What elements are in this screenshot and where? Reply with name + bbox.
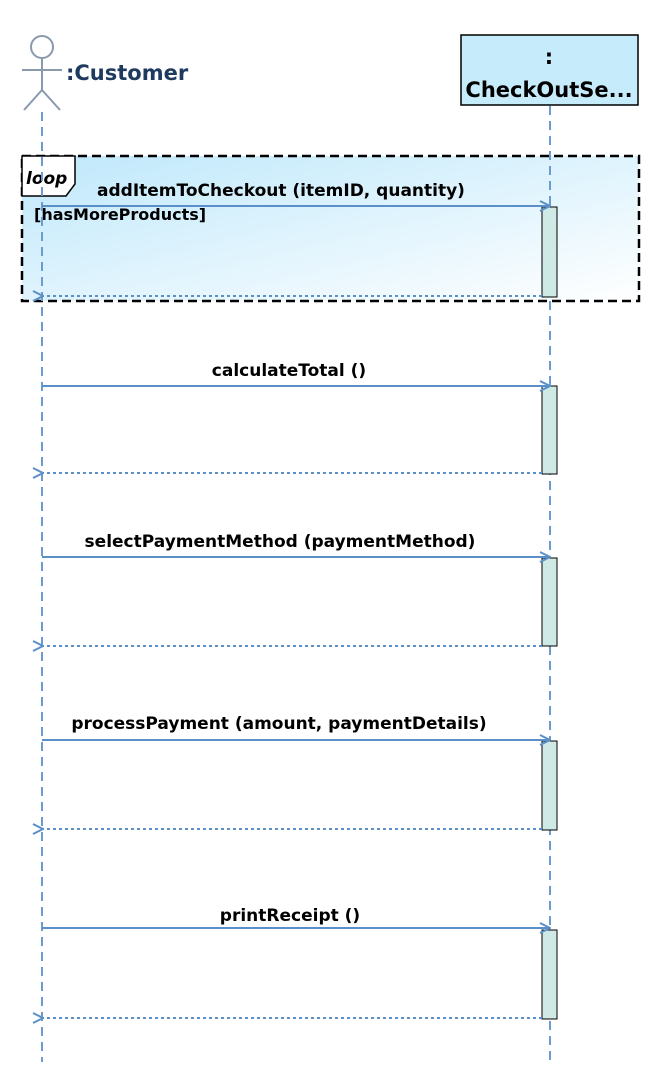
- activation-bar: [541, 929, 558, 1020]
- loop-operator-tab: [21, 155, 76, 197]
- message-select-payment-method[interactable]: selectPaymentMethod (paymentMethod): [42, 532, 550, 646]
- participant-checkout[interactable]: : CheckOutSe...: [460, 34, 639, 106]
- actor-customer[interactable]: :Customer: [22, 35, 189, 111]
- activation-bar: [541, 385, 558, 475]
- activation-bar: [541, 557, 558, 647]
- object-box: [460, 34, 639, 106]
- activation-bar: [541, 740, 558, 831]
- message-label: calculateTotal (): [212, 361, 366, 381]
- message-process-payment[interactable]: processPayment (amount, paymentDetails): [42, 714, 550, 829]
- message-calculate-total[interactable]: calculateTotal (): [42, 361, 550, 473]
- message-add-item-to-checkout[interactable]: addItemToCheckout (itemID, quantity): [42, 181, 550, 296]
- activation-bar: [541, 206, 558, 298]
- actor-icon: [22, 35, 62, 111]
- message-label: processPayment (amount, paymentDetails): [71, 714, 486, 734]
- object-label-line1: :: [545, 45, 553, 69]
- loop-guard-label: [hasMoreProducts]: [34, 205, 206, 224]
- message-print-receipt[interactable]: printReceipt (): [42, 906, 550, 1018]
- actor-label: :Customer: [66, 61, 189, 85]
- loop-frame[interactable]: loop [hasMoreProducts]: [20, 154, 641, 303]
- message-label: addItemToCheckout (itemID, quantity): [97, 181, 465, 201]
- loop-operator-label: loop: [26, 169, 67, 189]
- object-label-line2: CheckOutSe...: [465, 78, 632, 102]
- message-label: selectPaymentMethod (paymentMethod): [85, 532, 476, 552]
- message-label: printReceipt (): [220, 906, 360, 926]
